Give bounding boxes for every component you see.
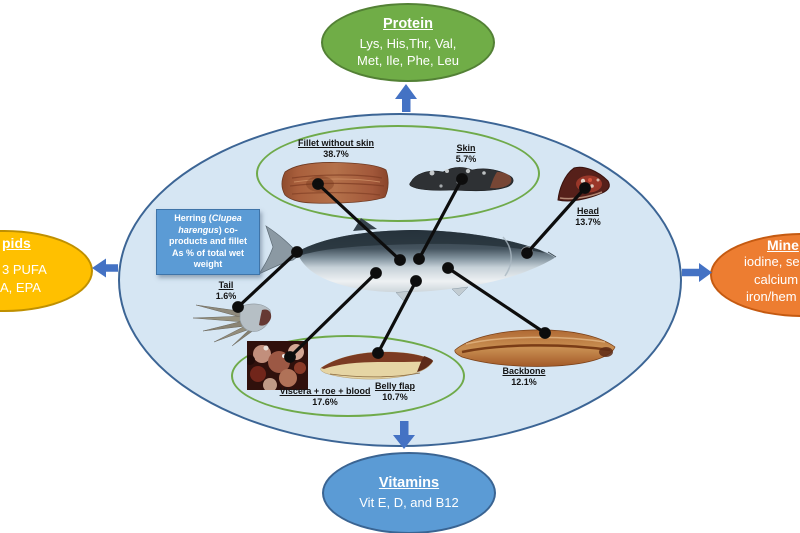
part-name: Viscera + roe + blood — [279, 386, 371, 396]
caption-line2: As % of total wet weight — [171, 247, 244, 270]
herring-fish-photo — [258, 218, 557, 302]
connector-fillet — [312, 178, 406, 266]
part-percent: 17.6% — [312, 396, 338, 407]
arrow-left-to-lipids — [92, 258, 118, 278]
caption-suffix: ) co-products and fillet — [168, 224, 247, 247]
connector-belly-flap — [372, 275, 422, 359]
label-viscera-roe-blood: Viscera + roe + blood 17.6% — [250, 386, 400, 407]
protein-node: Protein Lys, His,Thr, Val, Met, Ile, Phe… — [321, 3, 495, 82]
label-backbone: Backbone 12.1% — [484, 366, 564, 387]
part-name: Belly flap — [374, 381, 415, 391]
part-name: Tail — [218, 280, 234, 290]
connector-backbone — [442, 262, 551, 339]
part-percent: 13.7% — [575, 216, 601, 227]
minerals-line2-fragment: calcium — [754, 272, 799, 287]
label-fillet-without-skin: Fillet without skin 38.7% — [266, 138, 406, 159]
part-percent: 1.6% — [215, 290, 237, 301]
part-percent: 12.1% — [511, 376, 537, 387]
backbone-image — [454, 329, 616, 367]
part-percent: 5.7% — [455, 153, 477, 164]
label-belly-flap: Belly flap 10.7% — [355, 381, 435, 402]
protein-title: Protein — [383, 16, 433, 32]
fillet-image — [281, 162, 389, 204]
arrow-up-to-protein — [395, 84, 417, 112]
protein-line2: Met, Ile, Phe, Leu — [357, 53, 459, 68]
fillet-skin-group-ellipse — [256, 125, 540, 222]
arrow-down-to-vitamins — [393, 421, 415, 449]
lipids-line1-fragment: 3 PUFA — [2, 262, 47, 277]
label-head: Head 13.7% — [548, 206, 628, 227]
protein-line1: Lys, His,Thr, Val, — [359, 36, 457, 51]
belly-flap-image — [320, 351, 434, 380]
part-name: Skin — [456, 143, 476, 153]
part-percent: 10.7% — [382, 391, 408, 402]
caption-prefix: Herring ( — [174, 213, 212, 224]
caption-box: Herring (Clupea harengus) co-products an… — [156, 209, 260, 275]
connector-head — [521, 182, 591, 259]
minerals-line1-fragment: iodine, se — [744, 254, 800, 269]
label-skin: Skin 5.7% — [426, 143, 506, 164]
minerals-title-fragment: Mine — [767, 237, 799, 253]
connector-viscera — [284, 267, 382, 363]
connector-skin — [413, 173, 468, 265]
vitamins-node: Vitamins Vit E, D, and B12 — [322, 452, 496, 533]
part-name: Fillet without skin — [298, 138, 374, 148]
vitamins-title: Vitamins — [378, 475, 440, 491]
caption-species: Clupea harengus — [178, 213, 242, 235]
part-percent: 38.7% — [323, 148, 349, 159]
lipids-title-fragment: pids — [2, 235, 31, 251]
part-name: Backbone — [502, 366, 546, 376]
lipids-line2-fragment: A, EPA — [0, 280, 41, 295]
arrow-right-to-minerals — [682, 263, 712, 282]
connector-tail — [232, 246, 303, 313]
vitamins-line1: Vit E, D, and B12 — [359, 495, 459, 510]
part-name: Head — [576, 206, 599, 216]
label-tail: Tail 1.6% — [186, 280, 266, 301]
caption-text: Herring (Clupea harengus) co-products an… — [160, 213, 256, 248]
tail-image — [192, 303, 272, 347]
viscera-belly-group-ellipse — [231, 335, 465, 417]
minerals-line3-fragment: iron/hem — [746, 289, 797, 304]
